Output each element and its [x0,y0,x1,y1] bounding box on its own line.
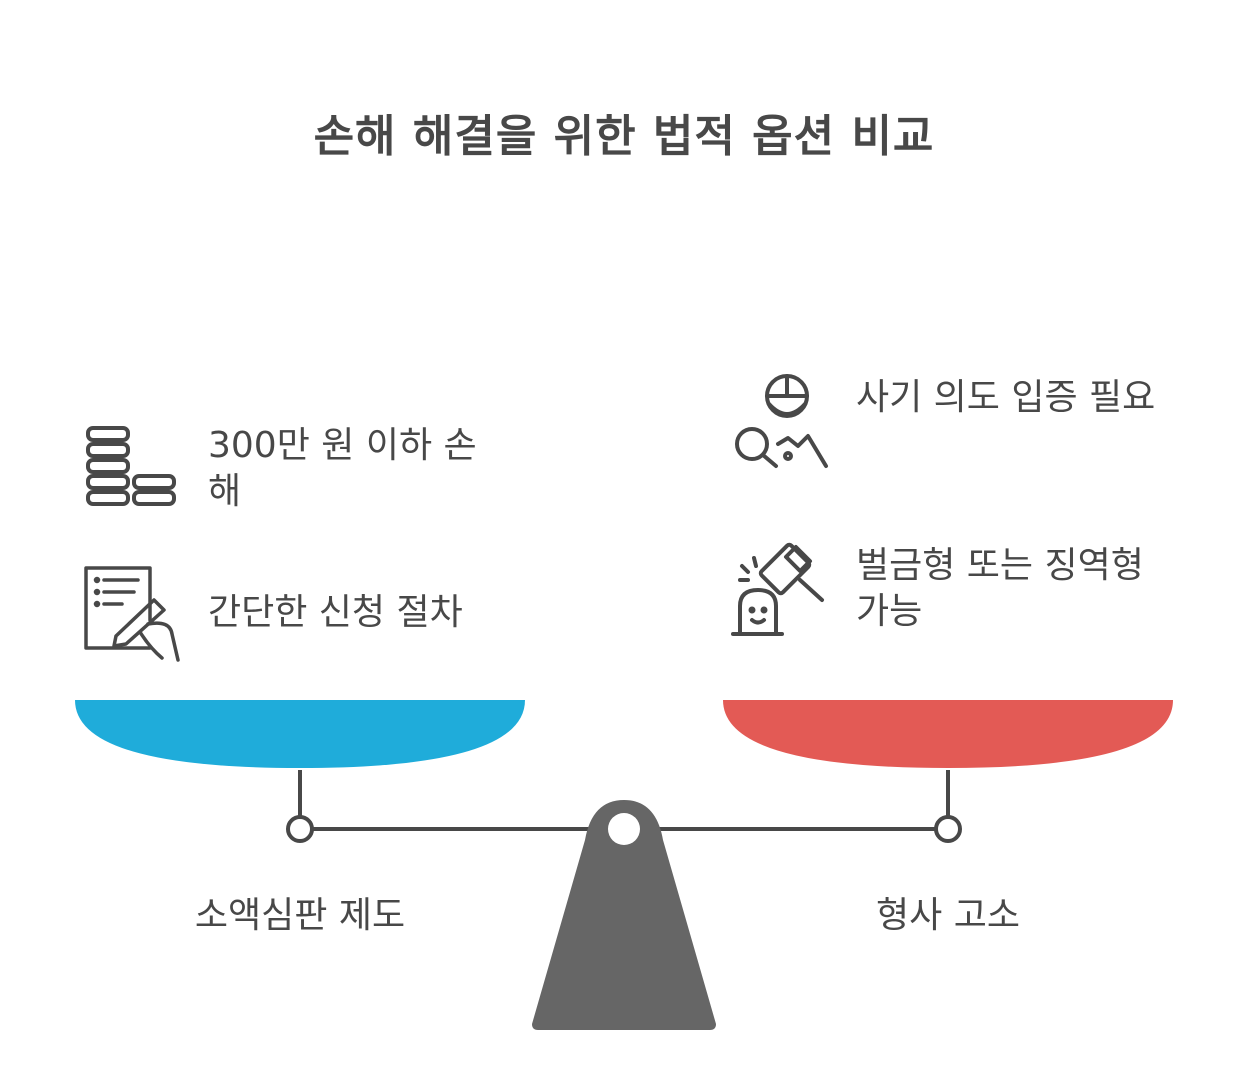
left-pan [75,700,525,768]
form-writing-icon [84,566,180,662]
left-option-label: 소액심판 제도 [194,895,406,936]
gavel-person-icon [731,542,824,636]
page-title: 손해 해결을 위한 법적 옵션 비교 [313,111,935,162]
right-item-1-text: 사기 의도 입증 필요 [856,377,1156,418]
left-item-2-text: 간단한 신청 절차 [208,592,463,633]
left-pivot [286,815,314,843]
left-item-1-text: 300만 원 이하 손해 [208,425,477,512]
fulcrum [532,800,716,1030]
coins-icon [86,426,176,506]
right-pan [723,700,1173,768]
investigator-magnifier-icon [735,374,828,468]
right-item-2-text: 벌금형 또는 징역형 가능 [856,545,1144,632]
right-pivot [934,815,962,843]
right-option-label: 형사 고소 [876,895,1020,936]
fulcrum-hole [608,813,640,845]
